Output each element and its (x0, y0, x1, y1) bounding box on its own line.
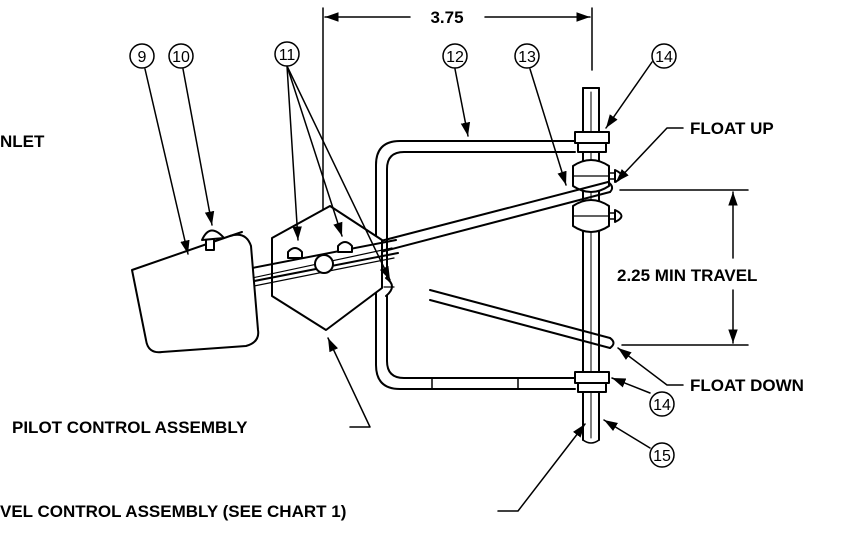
float-bracket (375, 140, 576, 390)
dimension-travel-label: 2.25 MIN TRAVEL (617, 266, 757, 285)
float-down-label: FLOAT DOWN (690, 376, 804, 395)
balloon-14-top: 14 (655, 49, 673, 66)
balloon-9: 9 (138, 49, 147, 66)
balloon-10: 10 (172, 49, 190, 66)
pilot-control-body (241, 205, 399, 331)
balloon-15: 15 (653, 448, 671, 465)
balloon-numbers: 9 10 11 12 13 14 14 15 (138, 47, 673, 465)
float-up-label: FLOAT UP (690, 119, 774, 138)
leader-lines (144, 61, 684, 512)
float-arm-down (429, 289, 615, 349)
level-control-label: VEL CONTROL ASSEMBLY (SEE CHART 1) (0, 502, 346, 521)
balloon-circles (129, 41, 677, 468)
balloon-13: 13 (518, 49, 536, 66)
pilot-body (131, 229, 260, 354)
balloon-12: 12 (446, 49, 464, 66)
rod-clamps (574, 131, 610, 393)
dimension-travel (619, 189, 749, 346)
inlet-label: NLET (0, 132, 45, 151)
balloon-11: 11 (279, 47, 296, 64)
dimension-width-label: 3.75 (430, 8, 463, 27)
balloon-14-bottom: 14 (653, 397, 671, 414)
pilot-control-label: PILOT CONTROL ASSEMBLY (12, 418, 248, 437)
